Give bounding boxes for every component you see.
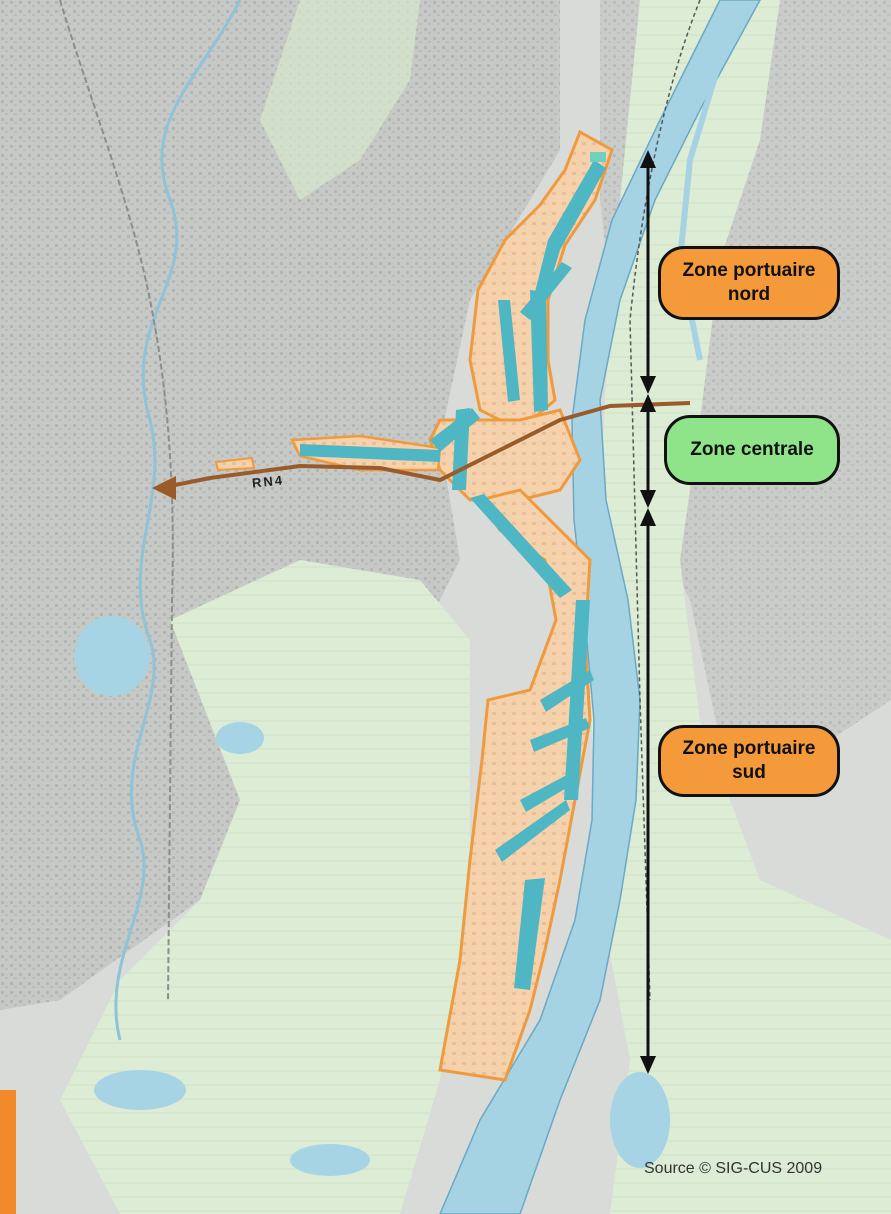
- railway-west: [59, 0, 174, 1001]
- port-zone-small: [214, 456, 256, 472]
- lake-southwest: [216, 722, 264, 754]
- zone-sud-line2: sud: [732, 762, 766, 783]
- basin-central-1: [300, 444, 440, 462]
- zone-centrale-line1: Zone centrale: [690, 439, 814, 461]
- lake-southeast: [610, 1072, 670, 1168]
- basin-nord-3: [498, 300, 520, 402]
- ill-river: [114, 0, 242, 1041]
- basin-south-4: [530, 718, 590, 752]
- zone-portuaire-nord-label: Zone portuaire nord: [658, 246, 840, 320]
- arrow-nord-top: [640, 150, 656, 168]
- basin-nord-4: [530, 290, 548, 412]
- arrow-centrale-bottom: [640, 490, 656, 508]
- zone-portuaire-sud-label: Zone portuaire sud: [658, 725, 840, 797]
- lake-west: [74, 616, 150, 696]
- arrow-sud-top: [640, 508, 656, 526]
- basin-north-tip: [590, 152, 606, 162]
- arrow-nord-bottom: [640, 376, 656, 394]
- lake-south: [94, 1070, 186, 1110]
- basin-south-1: [470, 494, 572, 598]
- green-area-north: [260, 0, 420, 200]
- zone-nord-line1: Zone portuaire: [682, 260, 816, 282]
- zone-sud-line1: Zone portuaire: [682, 738, 816, 760]
- basin-south-7: [514, 878, 545, 990]
- arrow-centrale-top: [640, 394, 656, 412]
- corner-tab: [0, 1090, 16, 1214]
- basin-central-3: [452, 408, 470, 490]
- zone-nord-line2: nord: [727, 284, 771, 305]
- zone-centrale-label: Zone centrale: [664, 415, 840, 485]
- basin-south-2: [564, 600, 590, 800]
- rn4-arrowhead: [152, 476, 176, 500]
- source-credit: Source © SIG-CUS 2009: [644, 1160, 823, 1177]
- railway-east: [629, 0, 701, 1001]
- green-area-south: [60, 560, 470, 1214]
- rn4-road: [169, 401, 691, 488]
- basin-south-5: [520, 770, 580, 812]
- arrow-sud-bottom: [640, 1056, 656, 1074]
- basin-nord-1: [534, 160, 606, 300]
- lake-south2: [290, 1144, 370, 1176]
- basin-south-6: [495, 800, 570, 862]
- basin-south-3: [540, 670, 594, 712]
